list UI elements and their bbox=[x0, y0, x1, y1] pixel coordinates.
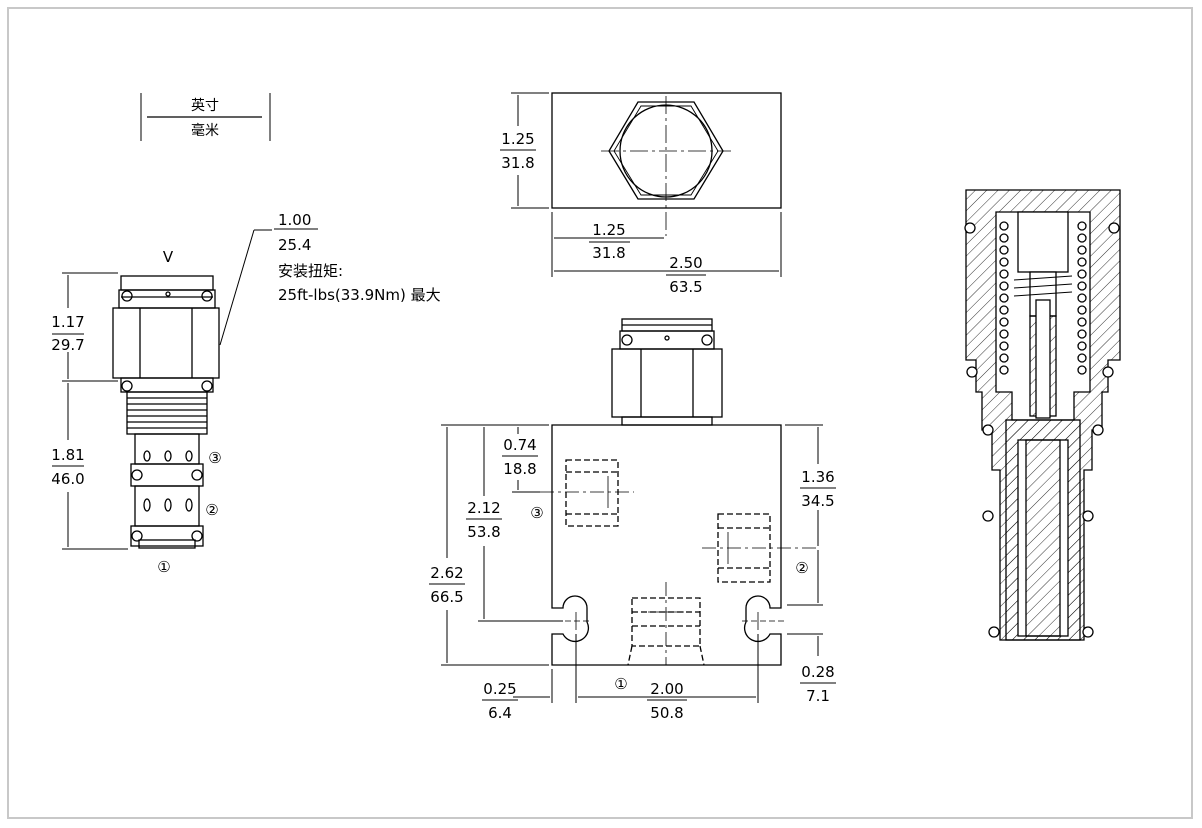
manifold-top-view bbox=[551, 92, 782, 236]
cartridge-port-2-label: ② bbox=[205, 501, 218, 519]
dim-cartridge-lower-mm: 46.0 bbox=[51, 470, 84, 488]
dim-212-mm: 53.8 bbox=[467, 523, 500, 541]
units-legend: 英寸 毫米 bbox=[140, 93, 271, 141]
cartridge-side-view: V bbox=[112, 248, 220, 549]
dim-028-mm: 7.1 bbox=[806, 687, 830, 705]
cartridge-port-3-label: ③ bbox=[208, 449, 221, 467]
legend-inch-label: 英寸 bbox=[191, 97, 219, 114]
dim-cartridge-lower-in: 1.81 bbox=[51, 446, 84, 464]
body-port-2-label: ② bbox=[795, 559, 808, 577]
cartridge-port-1-label: ① bbox=[157, 558, 170, 576]
drawing-frame bbox=[7, 7, 1193, 819]
dim-025-mm: 6.4 bbox=[488, 704, 512, 722]
dim-074-mm: 18.8 bbox=[503, 460, 536, 478]
dim-top-height-in: 1.25 bbox=[501, 130, 534, 148]
dim-200-mm: 50.8 bbox=[650, 704, 683, 722]
torque-dim-in: 1.00 bbox=[278, 211, 311, 229]
dim-top-half-width-in: 1.25 bbox=[592, 221, 625, 239]
torque-label: 安装扭矩: bbox=[278, 262, 343, 280]
dim-cartridge-upper-in: 1.17 bbox=[51, 313, 84, 331]
dim-top-width-mm: 63.5 bbox=[669, 278, 702, 296]
legend-mm-label: 毫米 bbox=[191, 122, 219, 139]
dim-top-width-in: 2.50 bbox=[669, 254, 702, 272]
flow-symbol: V bbox=[163, 248, 174, 266]
manifold-front-view bbox=[540, 318, 820, 666]
dim-200-in: 2.00 bbox=[650, 680, 683, 698]
body-port-1-label: ① bbox=[614, 675, 627, 693]
dim-cartridge-upper-mm: 29.7 bbox=[51, 336, 84, 354]
top-view-dimension-lines bbox=[500, 92, 782, 277]
dim-top-height-mm: 31.8 bbox=[501, 154, 534, 172]
torque-value: 25ft-lbs(33.9Nm) 最大 bbox=[278, 286, 441, 304]
torque-dim-mm: 25.4 bbox=[278, 236, 311, 254]
body-port-3-label: ③ bbox=[530, 504, 543, 522]
dim-028-in: 0.28 bbox=[801, 663, 834, 681]
dim-212-in: 2.12 bbox=[467, 499, 500, 517]
cartridge-dimension-lines bbox=[52, 229, 272, 550]
front-view-dimension-lines bbox=[429, 424, 836, 703]
dim-074-in: 0.74 bbox=[503, 436, 536, 454]
dim-025-in: 0.25 bbox=[483, 680, 516, 698]
dim-136-mm: 34.5 bbox=[801, 492, 834, 510]
dim-top-half-width-mm: 31.8 bbox=[592, 244, 625, 262]
dim-136-in: 1.36 bbox=[801, 468, 834, 486]
cartridge-cross-section bbox=[964, 189, 1121, 641]
dim-262-in: 2.62 bbox=[430, 564, 463, 582]
dim-262-mm: 66.5 bbox=[430, 588, 463, 606]
